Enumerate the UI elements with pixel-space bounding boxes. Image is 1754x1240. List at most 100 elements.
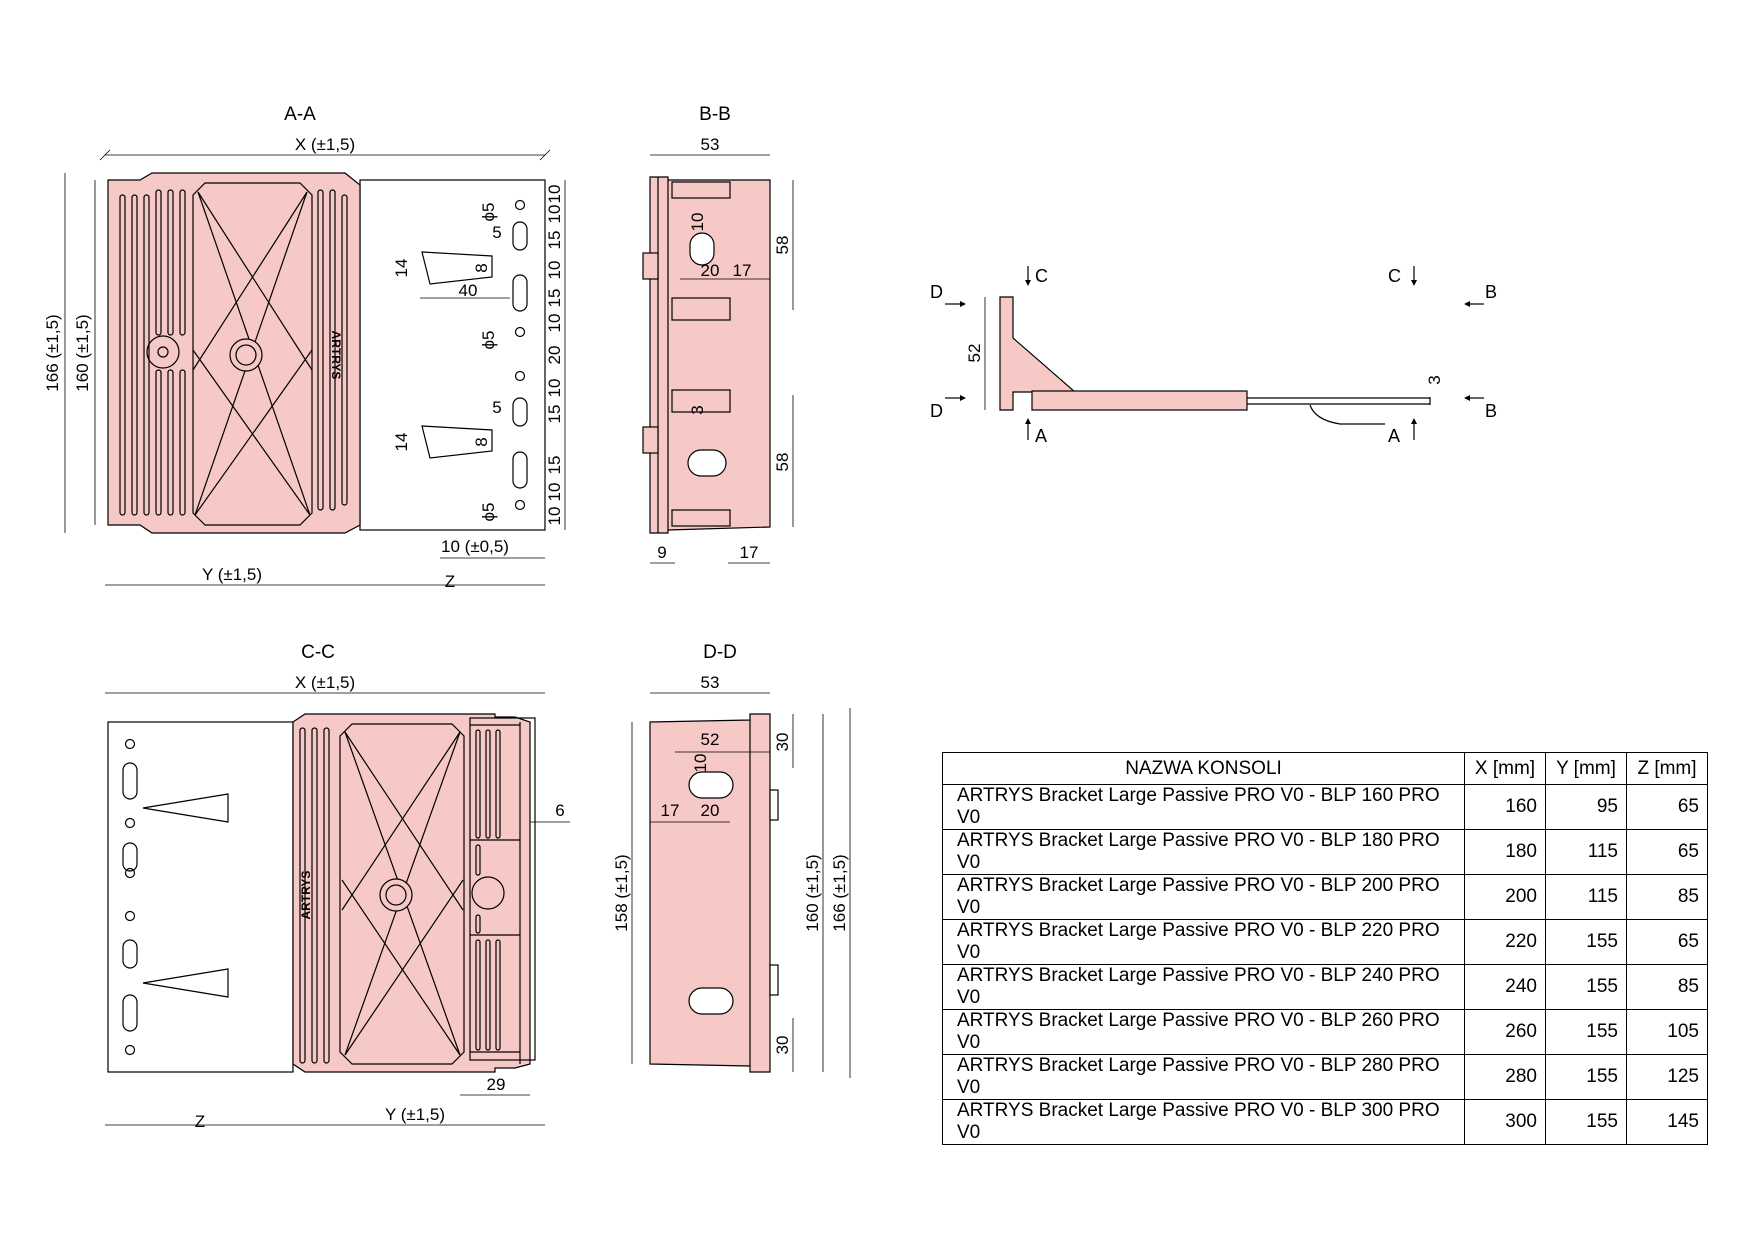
side-hook (1309, 404, 1385, 425)
slot-top (689, 232, 715, 266)
svg-text:20: 20 (545, 346, 564, 365)
svg-text:Y (±1,5): Y (±1,5) (385, 1105, 445, 1124)
side-view: 52 3 D D C C B B A A (930, 266, 1497, 446)
dim-5-top: 5 (492, 223, 501, 242)
clip-bottom (642, 426, 659, 454)
svg-text:10: 10 (691, 754, 710, 773)
table-row: ARTRYS Bracket Large Passive PRO V0 - BL… (942, 1054, 1708, 1100)
clip-top (642, 252, 659, 280)
x-pattern (192, 182, 313, 526)
dim-14-bottom: 14 (392, 433, 411, 452)
svg-text:10: 10 (545, 205, 564, 224)
svg-text:3: 3 (688, 405, 707, 414)
dim-phi-2: ϕ5 (479, 331, 498, 350)
dim-10-tol: 10 (±0,5) (441, 537, 509, 556)
svg-text:9: 9 (657, 543, 666, 562)
svg-text:20: 20 (701, 261, 720, 280)
view-b-b: B-B 53 10 20 17 3 58 58 9 17 (642, 104, 794, 564)
wedge-c-top (142, 793, 229, 823)
wedge-top (421, 251, 493, 285)
logo-artrys-c: ARTRYS (299, 871, 313, 920)
dim-8-top: 8 (472, 263, 491, 272)
svg-text:10: 10 (545, 261, 564, 280)
dim-z: Z (445, 572, 455, 591)
ribs-right (317, 189, 348, 511)
plate-z (359, 179, 546, 531)
dim-5-bottom: 5 (492, 398, 501, 417)
x-pattern-c (339, 723, 465, 1065)
table-row: ARTRYS Bracket Large Passive PRO V0 - BL… (942, 784, 1708, 830)
svg-text:52: 52 (701, 730, 720, 749)
header-z: Z [mm] (1626, 752, 1708, 785)
dim-chain-right: 10 10 15 10 15 10 20 10 15 15 10 10 (545, 185, 564, 526)
table-row: ARTRYS Bracket Large Passive PRO V0 - BL… (942, 874, 1708, 920)
dim-phi-1: ϕ5 (479, 203, 498, 222)
view-title-b-b: B-B (699, 104, 731, 125)
svg-text:6: 6 (555, 801, 564, 820)
svg-text:15: 15 (545, 405, 564, 424)
table-row: ARTRYS Bracket Large Passive PRO V0 - BL… (942, 1099, 1708, 1145)
svg-text:166 (±1,5): 166 (±1,5) (830, 854, 849, 931)
svg-text:15: 15 (545, 231, 564, 250)
wedge-c-bottom (142, 968, 229, 998)
svg-text:10: 10 (545, 483, 564, 502)
svg-text:10: 10 (688, 213, 707, 232)
svg-text:10: 10 (545, 185, 564, 204)
svg-text:10: 10 (545, 379, 564, 398)
table-row: ARTRYS Bracket Large Passive PRO V0 - BL… (942, 1009, 1708, 1055)
svg-text:X (±1,5): X (±1,5) (295, 673, 355, 692)
bracket-sizes-table: NAZWA KONSOLI X [mm] Y [mm] Z [mm] ARTRY… (942, 752, 1708, 1145)
svg-text:52: 52 (965, 344, 984, 363)
table-header-row: NAZWA KONSOLI X [mm] Y [mm] Z [mm] (942, 752, 1708, 785)
dim-53: 53 (701, 135, 720, 154)
svg-text:15: 15 (545, 456, 564, 475)
table-row: ARTRYS Bracket Large Passive PRO V0 - BL… (942, 964, 1708, 1010)
slot-bottom (687, 449, 727, 477)
label-b-bottom: B (1485, 401, 1497, 421)
section-d-body (649, 713, 771, 1073)
dim-14-top: 14 (392, 259, 411, 278)
svg-text:30: 30 (773, 1036, 792, 1055)
section-arrows (945, 266, 1484, 440)
dim-phi-3: ϕ5 (479, 503, 498, 522)
logo-artrys-a: ARTRYS (329, 331, 343, 380)
svg-text:29: 29 (487, 1075, 506, 1094)
svg-text:30: 30 (773, 733, 792, 752)
slot-d-top (688, 771, 734, 799)
view-title-d-d: D-D (703, 642, 737, 663)
svg-text:20: 20 (701, 801, 720, 820)
dim-40: 40 (459, 281, 478, 300)
table-row: ARTRYS Bracket Large Passive PRO V0 - BL… (942, 919, 1708, 965)
ribs-c-right (469, 717, 536, 1064)
svg-text:58: 58 (773, 453, 792, 472)
dim-8-bottom: 8 (472, 437, 491, 446)
dim-160: 160 (±1,5) (73, 314, 92, 391)
table-row: ARTRYS Bracket Large Passive PRO V0 - BL… (942, 829, 1708, 875)
svg-text:Z: Z (195, 1112, 205, 1131)
dim-x: X (±1,5) (295, 135, 355, 154)
view-title-c-c: C-C (301, 642, 335, 663)
svg-text:53: 53 (701, 673, 720, 692)
label-d-top: D (930, 282, 943, 302)
svg-text:58: 58 (773, 236, 792, 255)
side-arm (1031, 390, 1248, 411)
header-y: Y [mm] (1545, 752, 1627, 785)
ribs-left (119, 189, 186, 516)
wedge-bottom (421, 425, 493, 459)
svg-text:158 (±1,5): 158 (±1,5) (612, 854, 631, 931)
svg-text:160 (±1,5): 160 (±1,5) (803, 854, 822, 931)
ribs-c-left (299, 727, 330, 1064)
svg-text:3: 3 (1425, 375, 1444, 384)
svg-text:10: 10 (545, 314, 564, 333)
label-b-top: B (1485, 282, 1497, 302)
view-d-d: D-D 53 52 10 30 17 20 30 158 (±1,5) 160 … (612, 642, 851, 1078)
dim-166: 166 (±1,5) (43, 314, 62, 391)
label-a-right: A (1388, 426, 1400, 446)
view-c-c: C-C X (±1,5) ARTRYS (105, 642, 570, 1131)
label-c-right: C (1388, 266, 1401, 286)
header-x: X [mm] (1464, 752, 1546, 785)
svg-text:10: 10 (545, 507, 564, 526)
svg-text:17: 17 (661, 801, 680, 820)
svg-text:15: 15 (545, 289, 564, 308)
